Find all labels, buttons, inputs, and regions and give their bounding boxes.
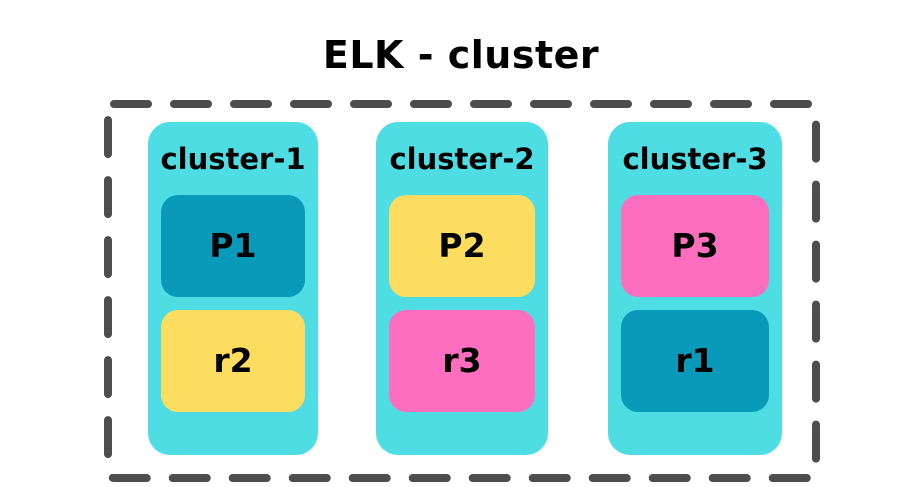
shard-label-p1: P1: [209, 226, 257, 265]
shard-replica-3[interactable]: r1: [621, 310, 769, 412]
cluster-label-3: cluster-3: [622, 142, 768, 176]
shard-replica-2[interactable]: r3: [389, 310, 535, 412]
cluster-container-1[interactable]: cluster-1 P1 r2: [148, 122, 318, 455]
shard-primary-2[interactable]: P2: [389, 195, 535, 297]
shard-label-p2: P2: [438, 226, 486, 265]
cluster-label-1: cluster-1: [160, 142, 306, 176]
shard-label-r3: r3: [442, 341, 482, 380]
shard-replica-1[interactable]: r2: [161, 310, 305, 412]
shard-label-r1: r1: [675, 341, 715, 380]
page-title: ELK - cluster: [322, 33, 600, 77]
cluster-label-2: cluster-2: [389, 142, 535, 176]
cluster-container-2[interactable]: cluster-2 P2 r3: [376, 122, 548, 455]
shard-primary-1[interactable]: P1: [161, 195, 305, 297]
shard-primary-3[interactable]: P3: [621, 195, 769, 297]
shard-label-p3: P3: [671, 226, 719, 265]
shard-label-r2: r2: [213, 341, 253, 380]
cluster-container-3[interactable]: cluster-3 P3 r1: [608, 122, 782, 455]
